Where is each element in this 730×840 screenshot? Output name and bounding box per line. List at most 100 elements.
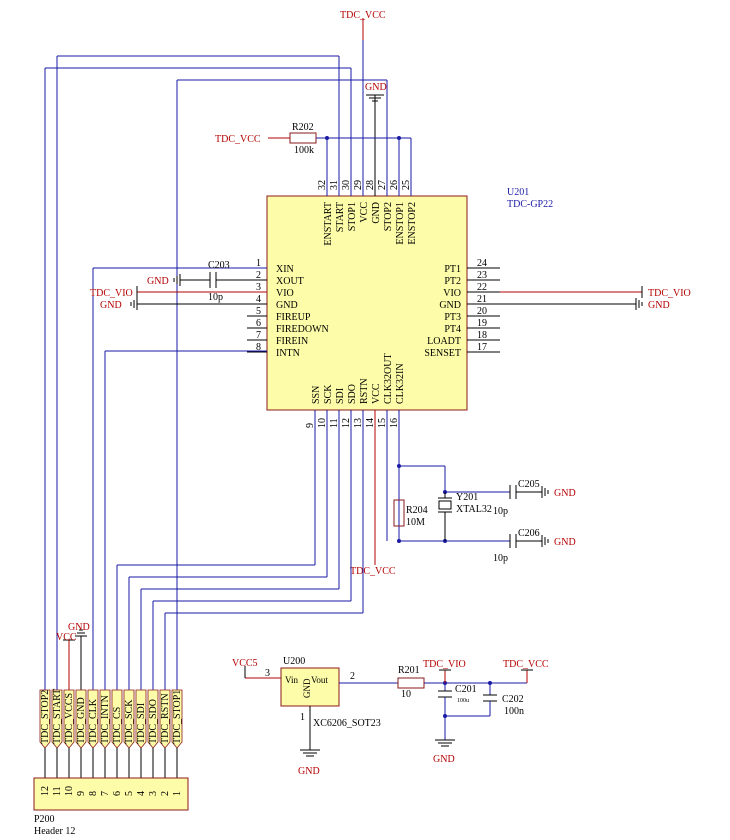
net-vcc-header: VCC	[56, 632, 77, 643]
pin-number: 26	[389, 180, 400, 190]
r204-ref: R204	[406, 505, 428, 516]
p200-ref: P200	[34, 814, 55, 825]
pin-name: XIN	[276, 264, 294, 275]
u200-vout: Vout	[311, 675, 328, 685]
net-gnd-right: GND	[648, 300, 670, 311]
header-pin-number: 5	[124, 791, 135, 796]
pin-number: 14	[365, 418, 376, 428]
r201-body[interactable]	[397, 677, 425, 689]
header-net-label: TDC_SDI	[136, 703, 147, 744]
pin-name: GND	[276, 300, 298, 311]
pin-number: 13	[353, 418, 364, 428]
c202-ref: C202	[502, 694, 524, 705]
u200-vin: Vin	[285, 675, 298, 685]
pin-number: 28	[365, 180, 376, 190]
net-flag	[63, 689, 75, 749]
pin-name: STOP1	[347, 202, 358, 231]
net-flag	[171, 689, 183, 749]
pin-name: FIREDOWN	[276, 324, 329, 335]
u201-right-pins: 24PT123PT222VIO21GND20PT319PT418LOADT17S…	[424, 258, 500, 359]
pin-number: 12	[341, 418, 352, 428]
p200-part: Header 12	[34, 826, 75, 837]
net-gnd-c205: GND	[554, 488, 576, 499]
pin-number: 32	[317, 180, 328, 190]
u200-pin-gnd: 1	[300, 712, 305, 723]
pin-name: ENSTOP2	[407, 202, 418, 245]
pin-name: ENSTOP1	[395, 202, 406, 245]
pin-name: CLK32IN	[395, 363, 406, 404]
pin-number: 31	[329, 180, 340, 190]
net-flag	[135, 689, 147, 749]
r204-value: 10M	[406, 517, 425, 528]
net-tdc-vio-left: TDC_VIO	[90, 288, 133, 299]
r202-body[interactable]	[289, 132, 317, 144]
r202-value: 100k	[294, 145, 314, 156]
r204-body[interactable]	[393, 499, 405, 527]
net-flag	[39, 689, 51, 749]
pin-name: VIO	[443, 288, 461, 299]
header-pin-number: 9	[76, 791, 87, 796]
net-tdc-vcc-reg: TDC_VCC	[503, 659, 549, 670]
pin-name: SSN	[311, 386, 322, 404]
net-flag	[123, 689, 135, 749]
p200-body[interactable]	[33, 777, 189, 811]
pin-number: 10	[317, 418, 328, 428]
header-pin-number: 2	[160, 791, 171, 796]
net-gnd-header: GND	[68, 622, 90, 633]
header-pin-number: 6	[112, 791, 123, 796]
header-pin-number: 8	[88, 791, 99, 796]
net-flag	[87, 689, 99, 749]
u201-bottom-pins: 9SSN10SCK11SDI12SDO13RSTN14VCC15CLK32OUT…	[305, 353, 406, 430]
u201-part: TDC-GP22	[507, 199, 553, 210]
c202-value: 100n	[504, 706, 524, 717]
y201-value: XTAL32	[456, 504, 492, 515]
pin-number: 9	[305, 423, 316, 428]
pin-number: 19	[477, 318, 487, 329]
header-net-label: TDC_GND	[76, 697, 87, 744]
pin-name: PT1	[444, 264, 461, 275]
header-pin-number: 12	[40, 786, 51, 796]
header-net-label: TDC_START	[52, 689, 63, 744]
u200-ref: U200	[283, 656, 305, 667]
pin-number: 24	[477, 258, 487, 269]
pin-name: ENSTART	[323, 202, 334, 246]
net-flag	[159, 689, 171, 749]
pin-name: PT3	[444, 312, 461, 323]
c206-ref: C206	[518, 528, 540, 539]
u200-body[interactable]	[280, 667, 340, 707]
net-gnd-left: GND	[100, 300, 122, 311]
pin-number: 29	[353, 180, 364, 190]
pin-number: 7	[256, 330, 261, 341]
u201-designator: U201	[507, 187, 529, 198]
pin-name: START	[335, 202, 346, 232]
net-flag	[111, 689, 123, 749]
pin-number: 27	[377, 180, 388, 190]
header-net-label: TDC_RSTN	[160, 693, 171, 744]
pin-number: 1	[256, 258, 261, 269]
c203-ref: C203	[208, 260, 230, 271]
net-tdc-vcc-top: TDC_VCC	[340, 10, 386, 21]
pin-name: SDI	[335, 388, 346, 404]
pin-number: 3	[256, 282, 261, 293]
pin-name: PT2	[444, 276, 461, 287]
net-tdc-vio-reg: TDC_VIO	[423, 659, 466, 670]
net-flag	[51, 689, 63, 749]
header-pin-number: 3	[148, 791, 159, 796]
net-tdc-vcc-r202: TDC_VCC	[215, 134, 261, 145]
header-net-label: TDC_STOP1	[172, 690, 183, 744]
pin-number: 6	[256, 318, 261, 329]
pin-number: 23	[477, 270, 487, 281]
u201-body[interactable]	[266, 195, 468, 411]
pin-name: XOUT	[276, 276, 304, 287]
net-flag	[147, 689, 159, 749]
header-pin-number: 7	[100, 791, 111, 796]
net-gnd-c203: GND	[147, 276, 169, 287]
net-vcc5: VCC5	[232, 658, 258, 669]
c206-value: 10p	[493, 553, 508, 564]
pin-name: VCC	[359, 202, 370, 223]
pin-name: STOP2	[383, 202, 394, 231]
u200-pin-in: 3	[265, 668, 270, 679]
pin-name: FIREIN	[276, 336, 308, 347]
